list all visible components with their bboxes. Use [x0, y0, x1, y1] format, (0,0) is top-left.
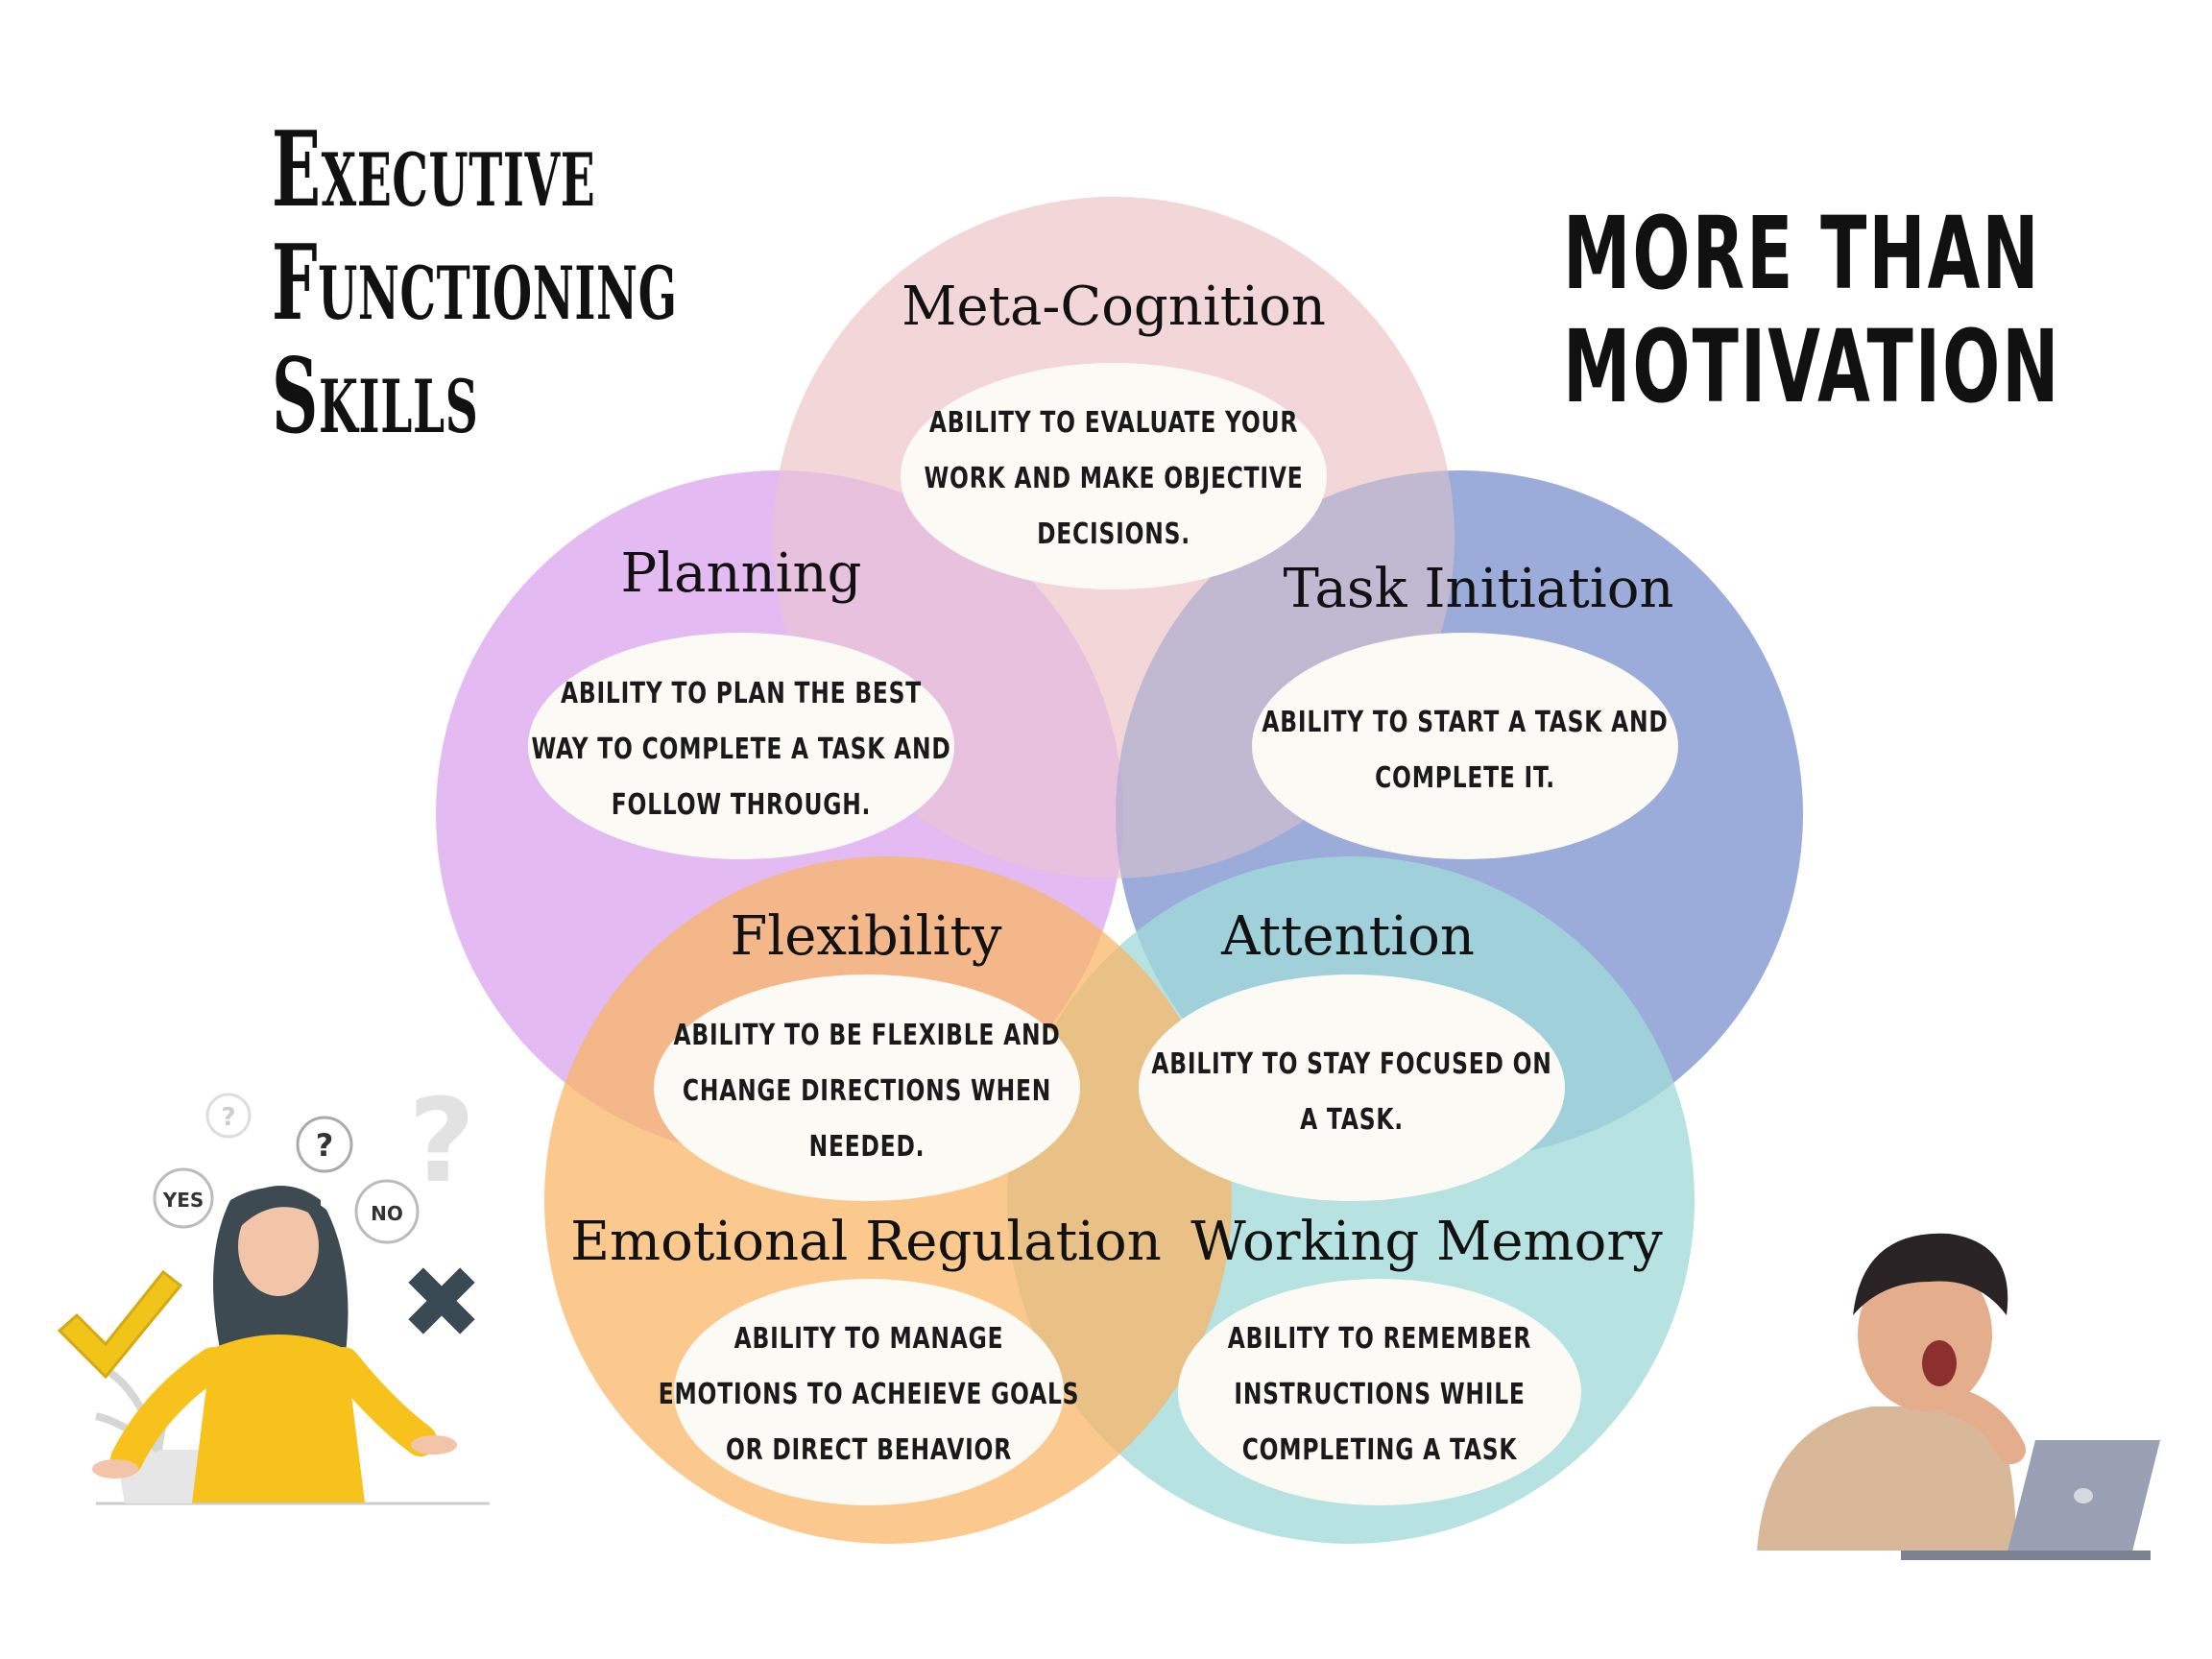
- cross-icon: [408, 1267, 475, 1334]
- desc-emotional-regulation-2: EMOTIONS TO ACHEIEVE GOALS: [659, 1378, 1080, 1411]
- oval-task-initiation: [1252, 633, 1678, 859]
- desc-task-initiation-2: COMPLETE IT.: [1375, 761, 1555, 795]
- tired-person-illustration: [1757, 1233, 2160, 1560]
- desc-planning-2: WAY TO COMPLETE A TASK AND: [531, 733, 950, 766]
- title-working-memory: Working Memory: [1190, 1211, 1663, 1273]
- desc-meta-cognition-2: WORK AND MAKE OBJECTIVE: [924, 462, 1303, 495]
- title-task-initiation: Task Initiation: [1284, 558, 1674, 620]
- oval-working-memory: [1178, 1279, 1581, 1505]
- desc-emotional-regulation-3: OR DIRECT BEHAVIOR: [726, 1433, 1012, 1467]
- desc-task-initiation-1: ABILITY TO START A TASK AND: [1262, 706, 1668, 739]
- confused-person-illustration: ? ? YES NO ?: [58, 1085, 490, 1505]
- title-flexibility: Flexibility: [730, 905, 1001, 968]
- desc-working-memory-2: INSTRUCTIONS WHILE: [1234, 1378, 1525, 1411]
- oval-emotional-regulation: [674, 1279, 1064, 1505]
- subtitle: MORE THAN MOTIVATION: [1563, 197, 2060, 423]
- bubble-question-2: ?: [316, 1127, 334, 1164]
- girl-figure: [92, 1186, 457, 1503]
- desc-emotional-regulation-1: ABILITY TO MANAGE: [734, 1322, 1004, 1356]
- desc-planning-3: FOLLOW THROUGH.: [612, 788, 871, 822]
- desc-planning-1: ABILITY TO PLAN THE BEST: [561, 677, 922, 710]
- bubble-yes: YES: [162, 1189, 204, 1212]
- title-meta-cognition: Meta-Cognition: [902, 276, 1326, 338]
- desc-flexibility-2: CHANGE DIRECTIONS WHEN: [683, 1074, 1051, 1108]
- oval-meta-cognition: [901, 363, 1327, 589]
- man-figure: [1757, 1233, 2026, 1551]
- bubble-no: NO: [371, 1202, 403, 1225]
- bubble-question-1: ?: [221, 1103, 235, 1132]
- laptop-icon: [1901, 1440, 2160, 1560]
- desc-working-memory-3: COMPLETING A TASK: [1242, 1433, 1518, 1467]
- title-line-3: Skills: [272, 336, 479, 457]
- title-line-1: Executive: [272, 109, 596, 230]
- desc-working-memory-1: ABILITY TO REMEMBER: [1228, 1322, 1531, 1356]
- oval-flexibility: [654, 974, 1080, 1201]
- title-attention: Attention: [1220, 905, 1475, 968]
- big-question-mark: ?: [408, 1085, 475, 1209]
- desc-attention-2: A TASK.: [1300, 1103, 1404, 1137]
- oval-attention: [1139, 974, 1565, 1201]
- title-emotional-regulation: Emotional Regulation: [570, 1211, 1162, 1273]
- desc-meta-cognition-3: DECISIONS.: [1037, 517, 1190, 551]
- subtitle-line-1: MORE THAN: [1563, 195, 2041, 312]
- oval-planning: [528, 633, 954, 859]
- subtitle-line-2: MOTIVATION: [1563, 308, 2061, 425]
- desc-flexibility-3: NEEDED.: [809, 1130, 926, 1164]
- title-planning: Planning: [621, 542, 862, 605]
- question-bubbles: ? ? YES NO ?: [153, 1085, 475, 1244]
- desc-attention-1: ABILITY TO STAY FOCUSED ON: [1151, 1047, 1551, 1081]
- desc-flexibility-1: ABILITY TO BE FLEXIBLE AND: [673, 1019, 1060, 1052]
- desc-meta-cognition-1: ABILITY TO EVALUATE YOUR: [929, 406, 1298, 440]
- check-icon: [58, 1269, 183, 1380]
